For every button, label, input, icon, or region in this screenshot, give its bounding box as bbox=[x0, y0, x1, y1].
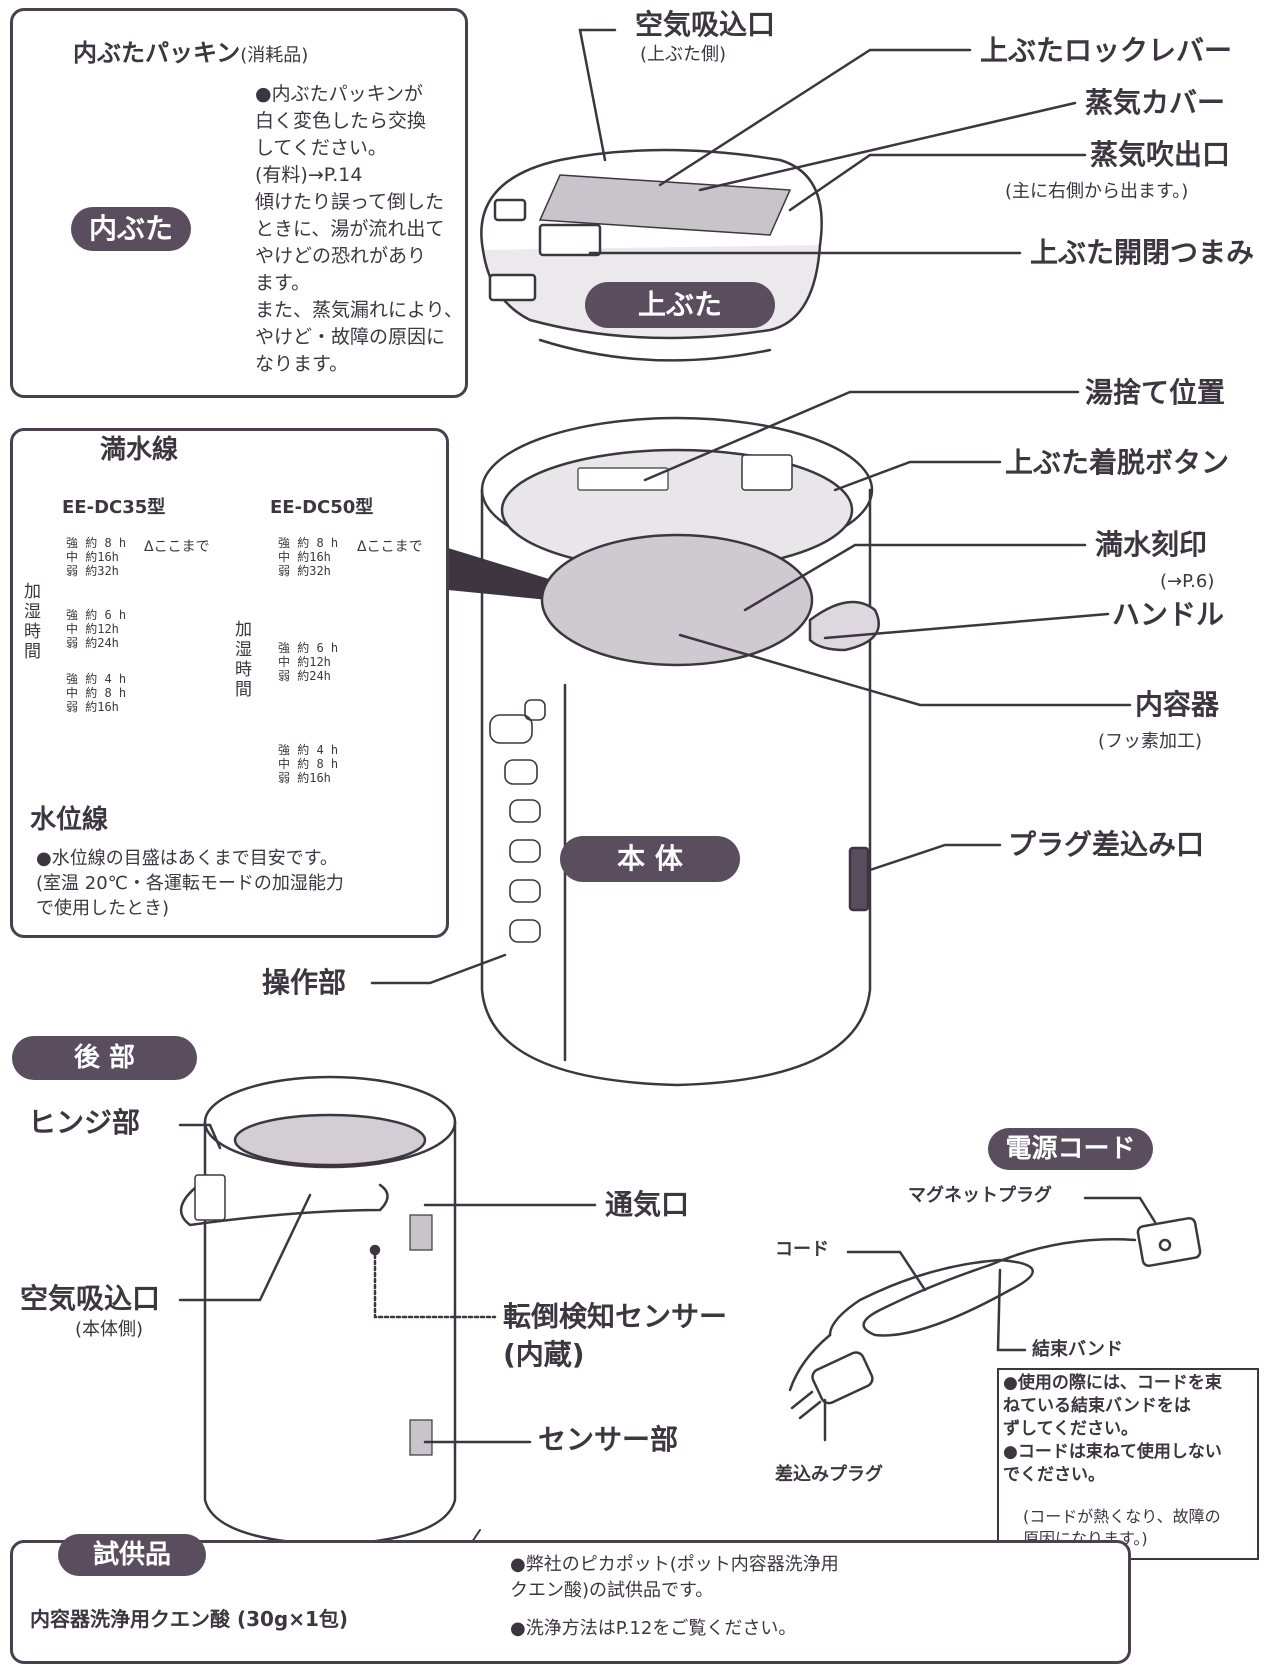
lid-lock-lever: 上ぶたロックレバー bbox=[980, 34, 1233, 67]
hinge-label: ヒンジ部 bbox=[28, 1106, 141, 1139]
rear-illustration bbox=[180, 1075, 457, 1547]
upper-lid-air-intake-sub: (上ぶた側) bbox=[640, 44, 727, 65]
dc50-row-2: 強 約 6 h 中 約12h 弱 約24h bbox=[278, 641, 339, 683]
full-water-mark-sub: (→P.6) bbox=[1160, 571, 1215, 592]
dc50-row-1: 強 約 8 h 中 約16h 弱 約32h bbox=[278, 536, 339, 578]
full-water-mark: 満水刻印 bbox=[1095, 528, 1208, 561]
cord-label: コード bbox=[775, 1239, 829, 1260]
sample-note-2: ●洗浄方法はP.12をご覧ください。 bbox=[510, 1618, 797, 1639]
tip-sensor-sub: (内蔵) bbox=[503, 1338, 585, 1371]
sample-note-1: ●弊社のピカポット(ポット内容器洗浄用 クエン酸)の試供品です。 bbox=[510, 1554, 839, 1601]
water-line-panel bbox=[10, 428, 449, 938]
power-cord-illustration bbox=[788, 1216, 1202, 1420]
vent-label: 通気口 bbox=[605, 1188, 690, 1221]
steam-outlet-sub: (主に右側から出ます。) bbox=[1005, 181, 1189, 202]
body-title: 本 体 bbox=[560, 836, 740, 882]
model-dc50: EE-DC50型 bbox=[270, 497, 374, 518]
model-dc35: EE-DC35型 bbox=[62, 497, 166, 518]
sample-title: 試供品 bbox=[58, 1534, 206, 1576]
power-cord-note-box: ●使用の際には、コードを束 ねている結束バンドをは ずしてください。 ●コードは… bbox=[997, 1368, 1259, 1560]
handle-label: ハンドル bbox=[1112, 598, 1225, 631]
inner-container: 内容器 bbox=[1135, 688, 1220, 721]
sample-item: 内容器洗浄用クエン酸 (30g×1包) bbox=[30, 1607, 349, 1631]
main-body-illustration bbox=[480, 416, 880, 1087]
dc35-row-2: 強 約 6 h 中 約12h 弱 約24h bbox=[66, 608, 127, 650]
koko-made-b: Δここまで bbox=[357, 539, 423, 555]
control-panel-label: 操作部 bbox=[262, 966, 347, 999]
inner-lid-panel: 内ぶたパッキン(消耗品) 内ぶた ●内ぶたパッキンが 白く変色したら交換 してく… bbox=[10, 8, 468, 398]
rear-air-intake: 空気吸込口 bbox=[20, 1282, 161, 1315]
water-line-note: ●水位線の目盛はあくまで目安です。 (室温 20℃・各運転モードの加湿能力 で使… bbox=[36, 848, 344, 919]
drain-position: 湯捨て位置 bbox=[1085, 376, 1226, 409]
dc50-row-3: 強 約 4 h 中 約 8 h 弱 約16h bbox=[278, 743, 339, 785]
lid-release-button: 上ぶた着脱ボタン bbox=[1005, 446, 1230, 479]
steam-cover: 蒸気カバー bbox=[1085, 86, 1226, 119]
lid-open-knob: 上ぶた開閉つまみ bbox=[1030, 236, 1255, 269]
upper-lid-title: 上ぶた bbox=[585, 282, 775, 328]
rear-air-intake-sub: (本体側) bbox=[75, 1319, 144, 1340]
koko-made-a: Δここまで bbox=[144, 539, 210, 555]
plug-label: 差込みプラグ bbox=[775, 1464, 883, 1485]
cable-band: 結束バンド bbox=[1032, 1339, 1123, 1360]
sensor-label: センサー部 bbox=[538, 1423, 679, 1456]
tip-sensor: 転倒検知センサー bbox=[503, 1300, 728, 1333]
upper-lid-air-intake: 空気吸込口 bbox=[635, 8, 776, 41]
dc35-row-1: 強 約 8 h 中 約16h 弱 約32h bbox=[66, 536, 127, 578]
inner-lid-title: 内ぶた bbox=[71, 207, 191, 251]
full-water-line-label: 満水線 bbox=[100, 435, 179, 465]
rear-title: 後 部 bbox=[12, 1036, 197, 1080]
magnet-plug: マグネットプラグ bbox=[908, 1185, 1052, 1206]
humid-time-b: 加湿時間 bbox=[235, 620, 252, 700]
power-cord-title: 電源コード bbox=[988, 1128, 1153, 1170]
humid-time-a: 加湿時間 bbox=[24, 582, 41, 662]
dc35-row-3: 強 約 4 h 中 約 8 h 弱 約16h bbox=[66, 672, 127, 714]
plug-socket: プラグ差込み口 bbox=[1008, 828, 1205, 861]
inner-lid-note: ●内ぶたパッキンが 白く変色したら交換 してください。 (有料)→P.14 傾け… bbox=[255, 83, 463, 375]
steam-outlet: 蒸気吹出口 bbox=[1090, 138, 1231, 171]
inner-container-sub: (フッ素加工) bbox=[1098, 731, 1203, 752]
upper-lid-illustration bbox=[480, 148, 823, 362]
water-level-line-label: 水位線 bbox=[30, 805, 109, 835]
inner-lid-packing-label: 内ぶたパッキン(消耗品) bbox=[73, 39, 309, 67]
power-cord-note: ●使用の際には、コードを束 ねている結束バンドをは ずしてください。 ●コードは… bbox=[1003, 1373, 1222, 1485]
